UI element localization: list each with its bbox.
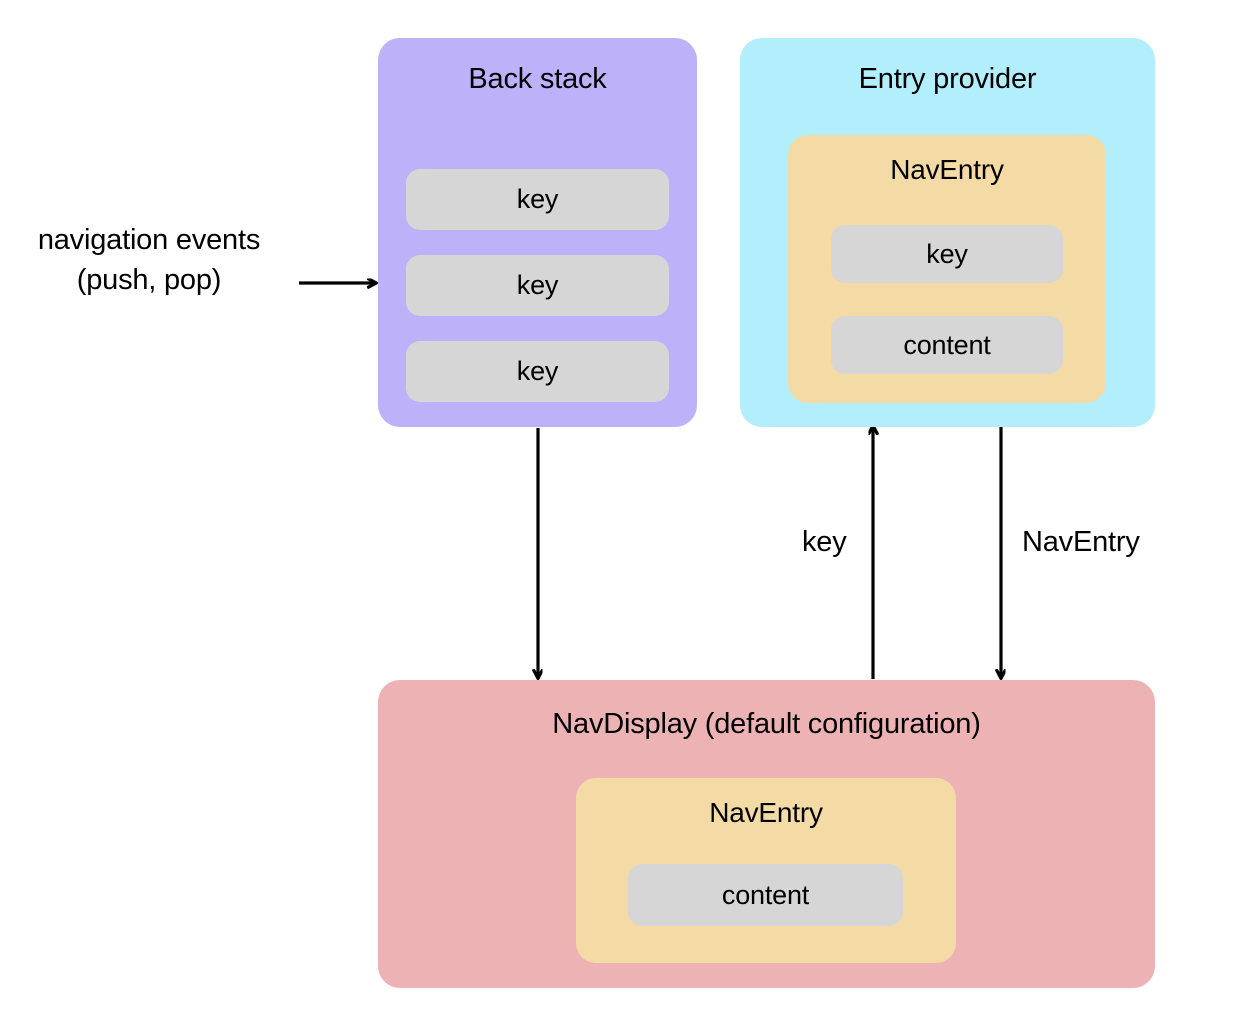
nav-display-box[interactable]: NavDisplay (default configuration) NavEn… [378,680,1155,988]
entry-provider-box[interactable]: Entry provider NavEntry key content [740,38,1155,427]
arrow-naventry-label: NavEntry [1022,526,1140,558]
back-stack-item-2[interactable]: key [406,341,669,402]
nav-display-title: NavDisplay (default configuration) [552,708,981,740]
back-stack-box[interactable]: Back stack key key key [378,38,697,427]
nav-display-nav-entry-slot-content[interactable]: content [628,864,903,926]
back-stack-item-1[interactable]: key [406,255,669,316]
back-stack-item-0[interactable]: key [406,169,669,230]
entry-provider-nav-entry-slot-key[interactable]: key [831,225,1063,283]
entry-provider-nav-entry-title: NavEntry [890,154,1004,185]
nav-display-nav-entry-box[interactable]: NavEntry content [576,778,956,963]
nav-display-nav-entry-title: NavEntry [709,797,823,828]
navigation-events-line-2: (push, pop) [76,264,222,296]
entry-provider-nav-entry-box[interactable]: NavEntry key content [788,135,1106,403]
arrow-key-label: key [802,526,847,558]
entry-provider-nav-entry-slot-content[interactable]: content [831,316,1063,374]
entry-provider-title: Entry provider [858,63,1037,95]
navigation-events-label: navigation events (push, pop) [8,220,290,300]
back-stack-title: Back stack [468,63,607,95]
navigation-events-line-1: navigation events [37,224,261,256]
